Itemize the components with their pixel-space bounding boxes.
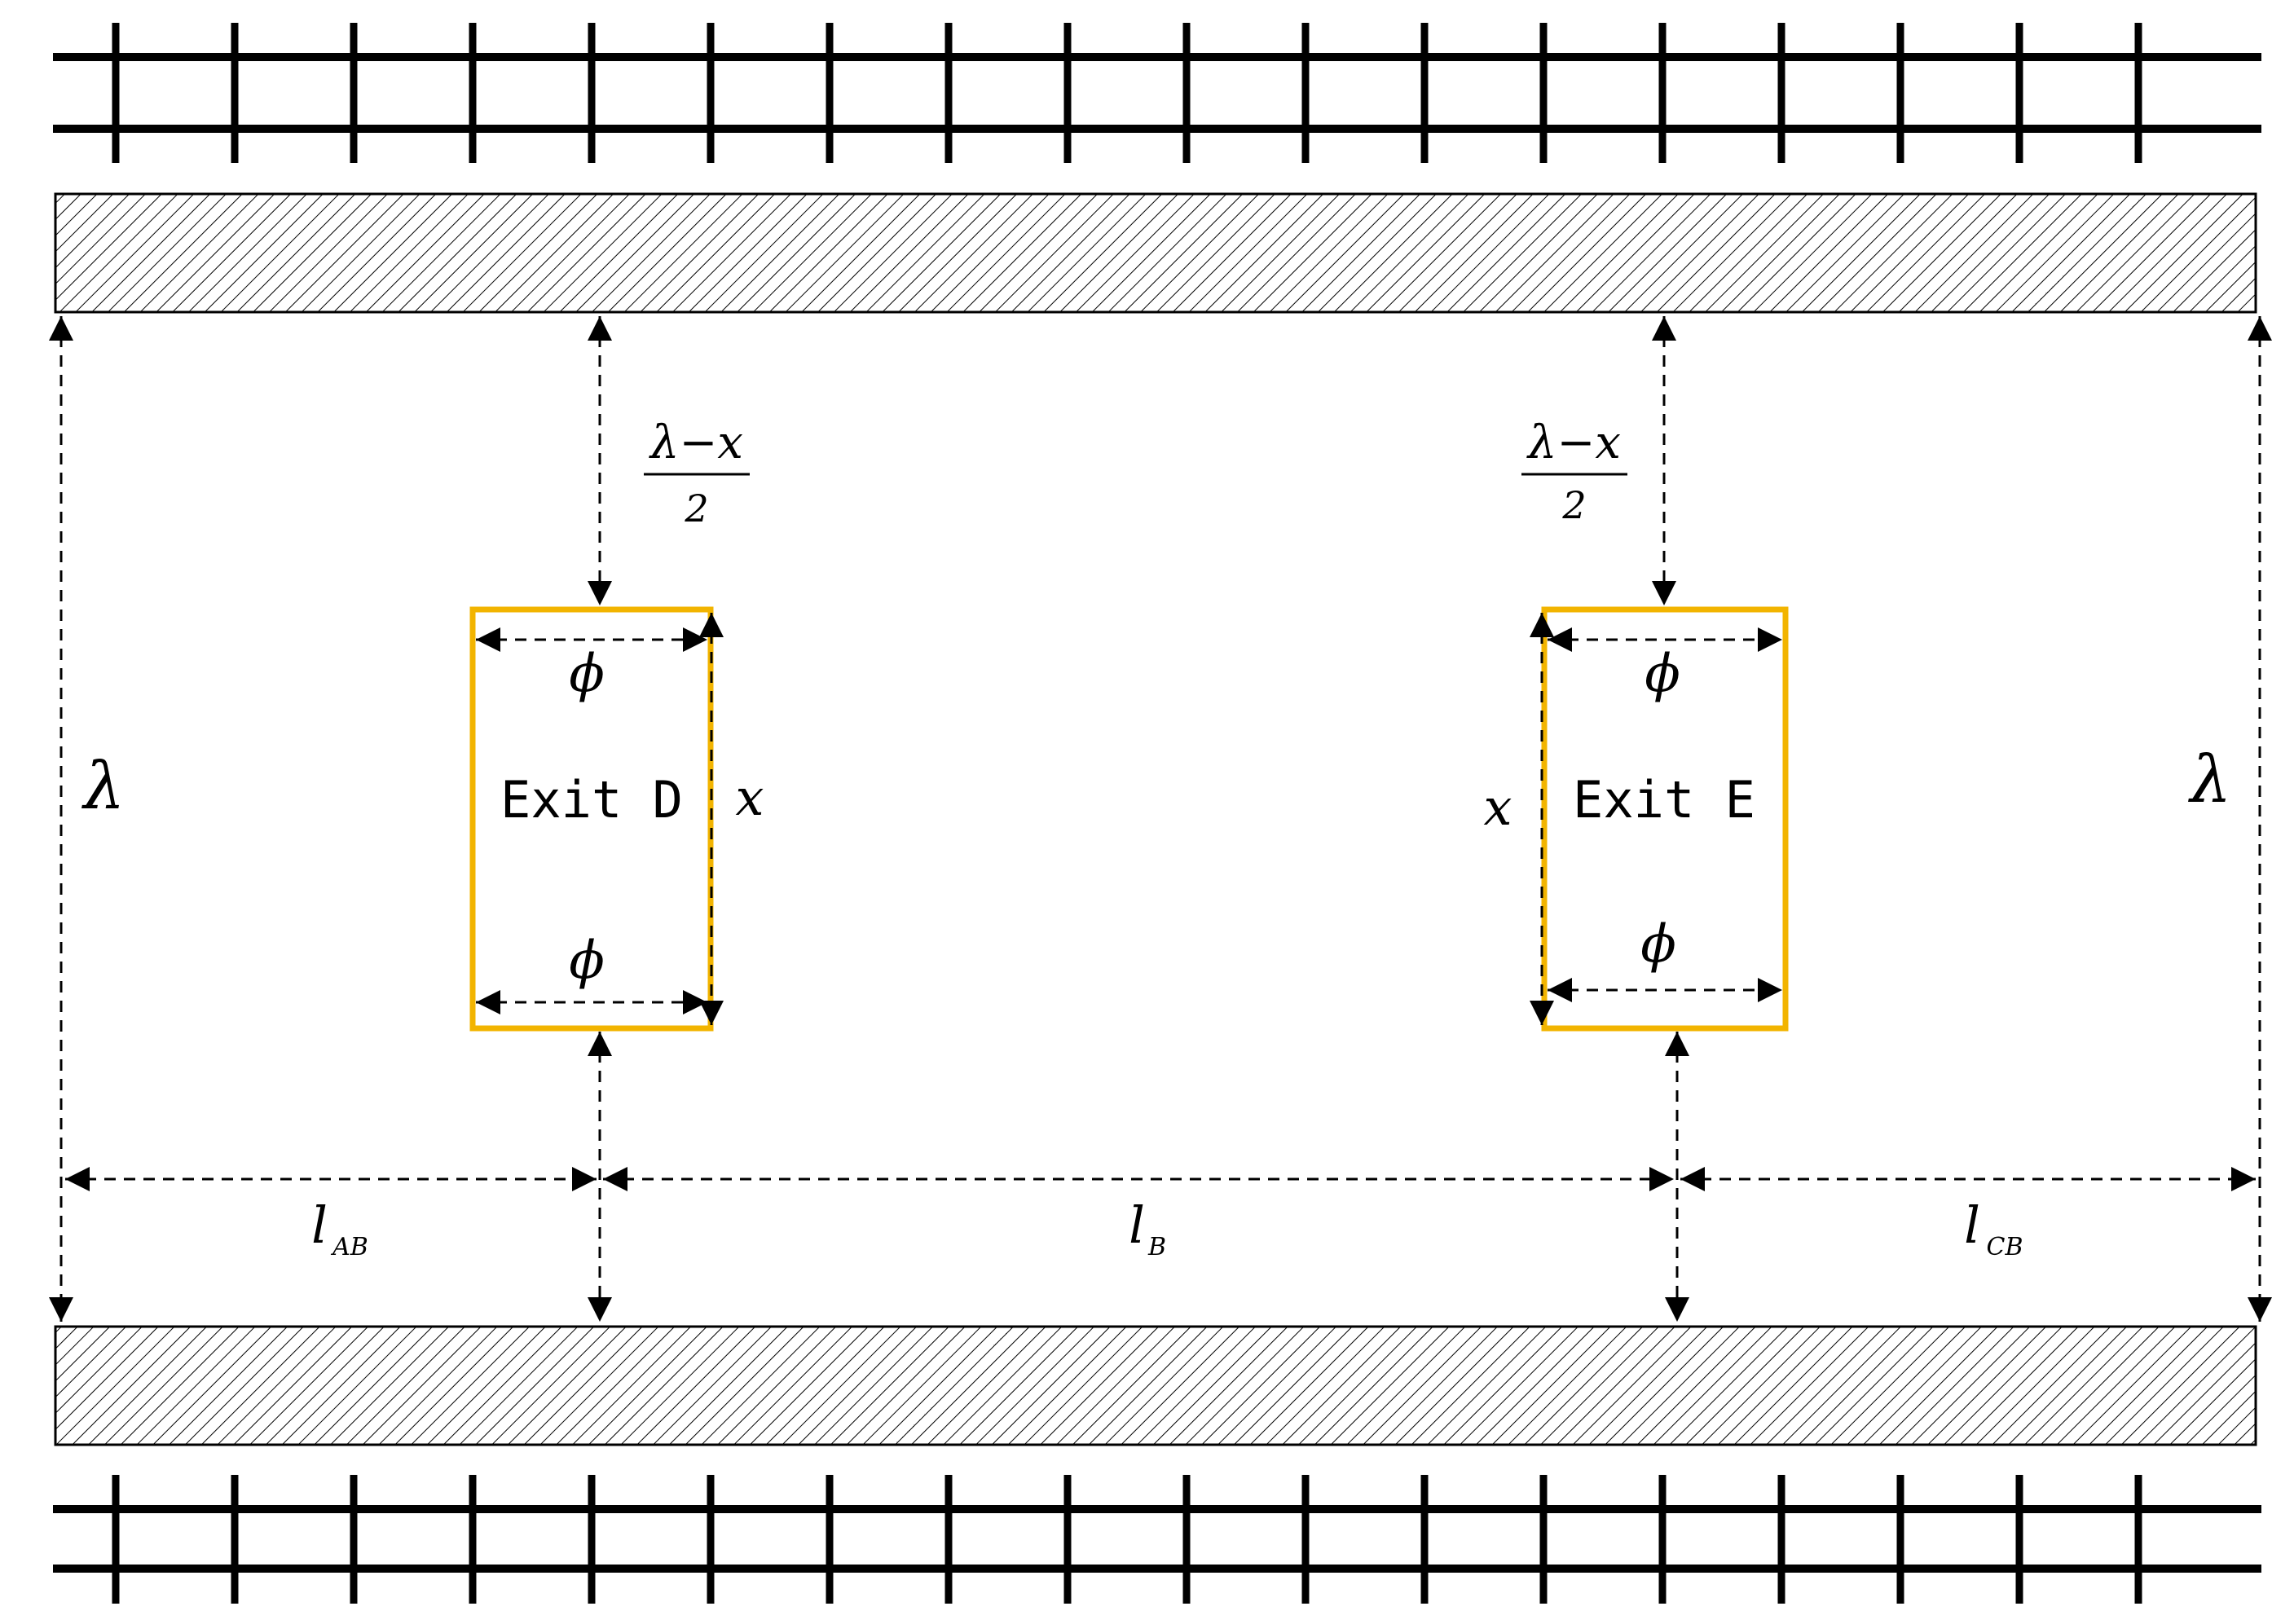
exit-d-label: Exit D xyxy=(500,770,683,830)
bottom-platform-edge xyxy=(54,1325,2257,1446)
platform-width-label-right: λ xyxy=(2188,742,2232,817)
exit-d-gap-fraction: λ−x 2 xyxy=(644,416,750,530)
exit-e-gap-denominator: 2 xyxy=(1561,483,1586,527)
exit-d-width-label-bottom: ϕ xyxy=(569,931,605,991)
segment-cb-label: l CB xyxy=(1964,1195,2023,1261)
exit-d-width-label-top: ϕ xyxy=(569,644,605,704)
top-railway-track xyxy=(53,23,2261,163)
exit-e-width-label-top: ϕ xyxy=(1645,644,1680,704)
exit-e-height-label: x xyxy=(1484,777,1512,837)
segment-cb-label-main: l xyxy=(1964,1195,1980,1255)
segment-ab-label-main: l xyxy=(311,1195,328,1255)
exit-d-gap-numerator: λ−x xyxy=(649,416,743,469)
exit-e-width-label-bottom: ϕ xyxy=(1640,914,1676,975)
exit-e-gap-fraction: λ−x 2 xyxy=(1521,416,1627,527)
segment-b-label-main: l xyxy=(1129,1195,1145,1255)
bottom-railway-track xyxy=(53,1475,2261,1604)
exit-e-label: Exit E xyxy=(1573,770,1755,830)
exit-d-gap-denominator: 2 xyxy=(684,486,708,530)
segment-ab-label-sub: AB xyxy=(330,1233,368,1261)
segment-b-label-sub: B xyxy=(1147,1233,1166,1261)
top-platform-edge xyxy=(54,192,2257,314)
platform-width-label-left: λ xyxy=(81,748,125,824)
segment-ab-label: l AB xyxy=(311,1195,368,1261)
exit-e-gap-numerator: λ−x xyxy=(1526,416,1621,469)
segment-cb-label-sub: CB xyxy=(1987,1233,2023,1261)
exit-d-height-label: x xyxy=(736,768,764,827)
segment-b-label: l B xyxy=(1129,1195,1166,1261)
